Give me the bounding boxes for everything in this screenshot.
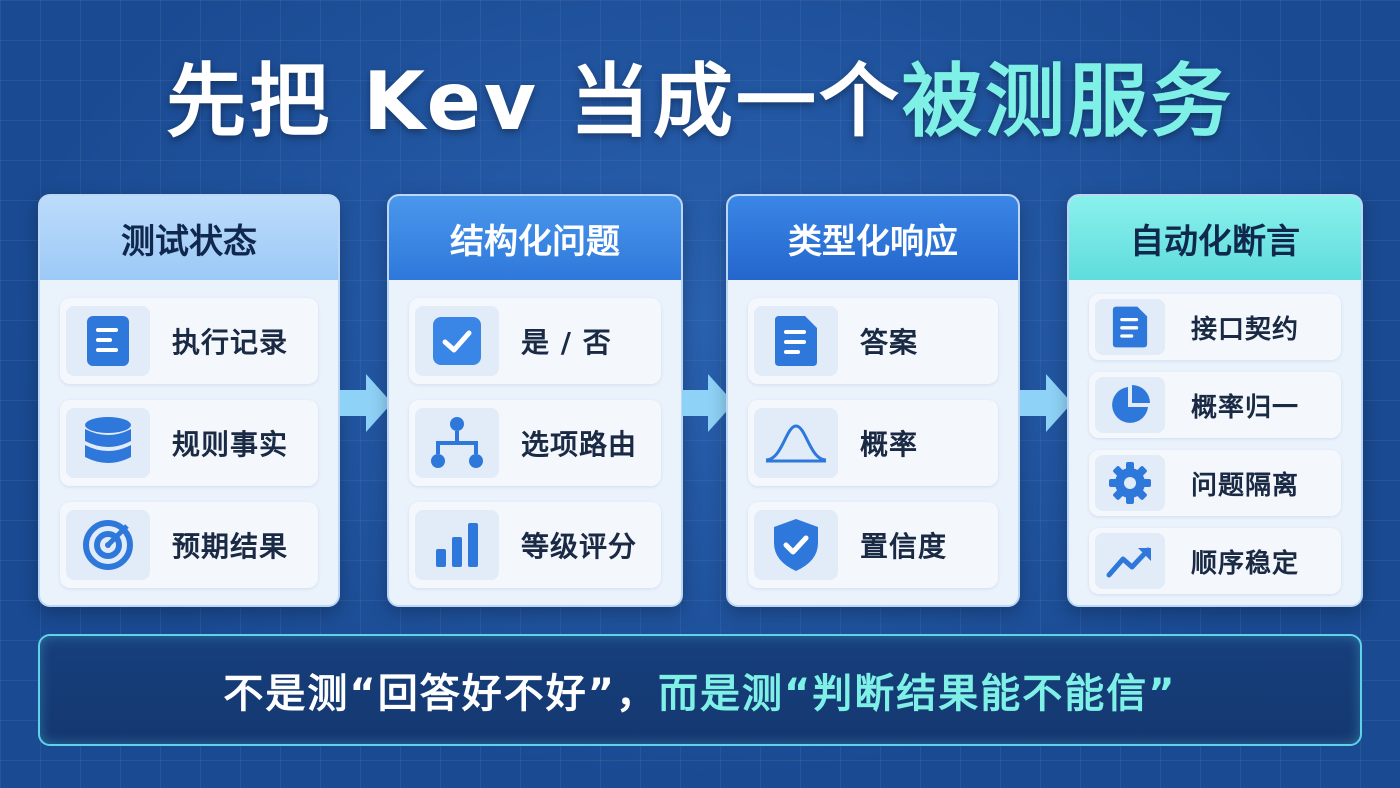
arrow-right-icon	[1020, 374, 1072, 432]
card-title: 结构化问题	[389, 196, 681, 280]
item-label: 是 / 否	[521, 326, 612, 359]
list-item: 等级评分	[409, 502, 661, 588]
shield-check-icon	[754, 510, 838, 580]
list-item: 执行记录	[60, 298, 318, 384]
card-automated-assertions: 自动化断言 接口契约 概率归一 问题隔离 顺序稳定	[1067, 194, 1363, 607]
list-item: 置信度	[748, 502, 998, 588]
list-item: 答案	[748, 298, 998, 384]
item-label: 答案	[860, 326, 919, 359]
item-label: 顺序稳定	[1191, 548, 1300, 579]
item-label: 概率归一	[1191, 392, 1300, 423]
item-label: 接口契约	[1191, 314, 1300, 345]
list-item: 问题隔离	[1089, 450, 1341, 516]
card-structured-question: 结构化问题 是 / 否 选项路由 等级评分	[387, 194, 683, 607]
item-label: 预期结果	[172, 530, 289, 563]
bar-chart-icon	[415, 510, 499, 580]
pie-chart-icon	[1095, 377, 1165, 433]
item-label: 执行记录	[172, 326, 289, 359]
gear-icon	[1095, 455, 1165, 511]
document-icon	[66, 306, 150, 376]
list-item: 规则事实	[60, 400, 318, 486]
item-label: 等级评分	[521, 530, 638, 563]
list-item: 概率	[748, 400, 998, 486]
document-icon	[1095, 299, 1165, 355]
item-label: 选项路由	[521, 428, 638, 461]
arrow-right-icon	[682, 374, 734, 432]
arrow-right-icon	[340, 374, 392, 432]
summary-banner: 不是测“回答好不好”，而是测“判断结果能不能信”	[38, 634, 1362, 746]
item-label: 置信度	[860, 530, 948, 563]
banner-text: 不是测“回答好不好”，	[223, 671, 658, 717]
document-icon	[754, 306, 838, 376]
checkbox-icon	[415, 306, 499, 376]
item-label: 规则事实	[172, 428, 289, 461]
item-label: 问题隔离	[1191, 470, 1300, 501]
list-item: 选项路由	[409, 400, 661, 486]
title-main: 先把 Kev 当成一个	[166, 55, 902, 148]
route-tree-icon	[415, 408, 499, 478]
list-item: 接口契约	[1089, 294, 1341, 360]
database-icon	[66, 408, 150, 478]
list-item: 顺序稳定	[1089, 528, 1341, 594]
target-icon	[66, 510, 150, 580]
page-title: 先把 Kev 当成一个被测服务	[0, 52, 1400, 152]
list-item: 概率归一	[1089, 372, 1341, 438]
bell-curve-icon	[754, 408, 838, 478]
card-title: 自动化断言	[1069, 196, 1361, 280]
banner-highlight: 而是测“判断结果能不能信”	[658, 671, 1177, 717]
card-title: 测试状态	[40, 196, 338, 280]
item-label: 概率	[860, 428, 919, 461]
trend-up-icon	[1095, 533, 1165, 589]
card-test-state: 测试状态 执行记录 规则事实 预期结果	[38, 194, 340, 607]
card-typed-response: 类型化响应 答案 概率 置信度	[726, 194, 1020, 607]
card-title: 类型化响应	[728, 196, 1018, 280]
list-item: 是 / 否	[409, 298, 661, 384]
list-item: 预期结果	[60, 502, 318, 588]
title-highlight: 被测服务	[901, 55, 1234, 148]
